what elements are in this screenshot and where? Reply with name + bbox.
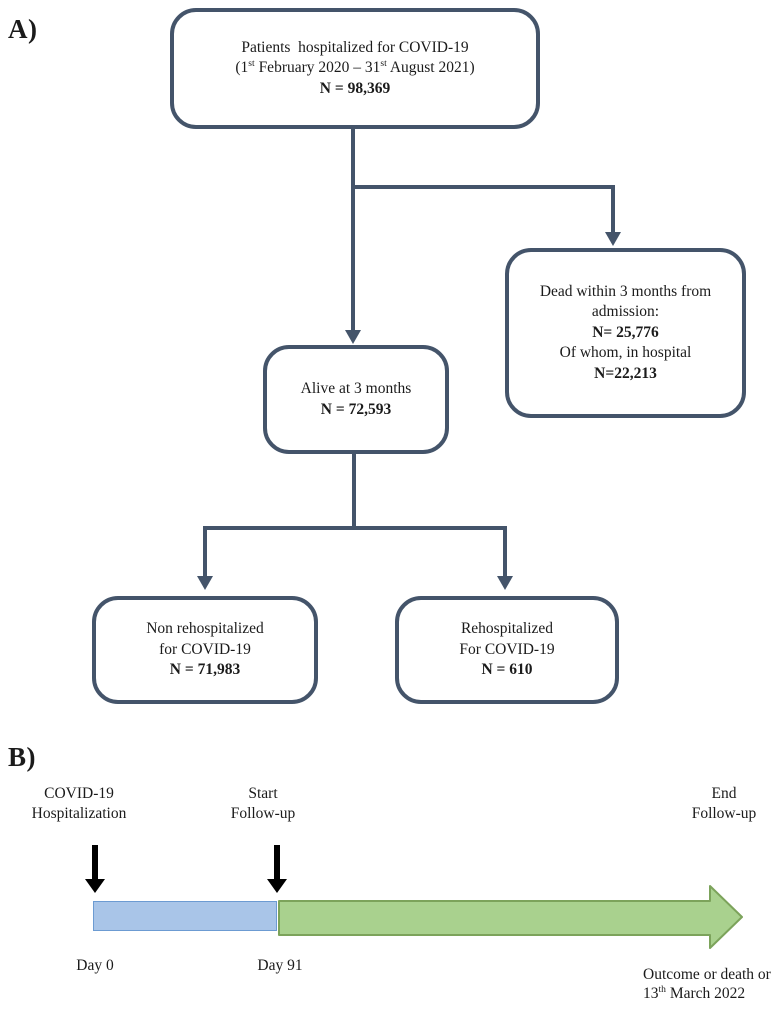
box-line: Dead within 3 months from — [539, 282, 712, 300]
marker-arrowhead-day91-icon — [267, 879, 287, 893]
box-n-value: N= 25,776 — [592, 323, 659, 341]
connector-down-right — [503, 526, 507, 576]
milestone-end-followup-label: End Follow-up — [691, 785, 757, 822]
box-line: for COVID-19 — [159, 640, 251, 658]
box-line: For COVID-19 — [459, 640, 555, 658]
marker-arrow-day91 — [274, 845, 280, 880]
box-n-value: N = 610 — [481, 661, 533, 679]
box-n-value: N=22,213 — [594, 364, 657, 382]
box-alive-3-months: Alive at 3 months N = 72,593 — [263, 345, 449, 454]
arrowhead-nonrehosp-icon — [197, 576, 213, 590]
box-date-range: (1st February 2020 – 31st August 2021) — [235, 58, 475, 77]
arrowhead-alive-icon — [345, 330, 361, 344]
day0-label: Day 0 — [76, 957, 114, 974]
box-n-value: N = 98,369 — [319, 79, 391, 97]
arrowhead-rehosp-icon — [497, 576, 513, 590]
timeline-followup-arrow — [278, 885, 743, 949]
box-line: admission: — [591, 303, 660, 321]
box-hospitalized-patients: Patients hospitalized for COVID-19 (1st … — [170, 8, 540, 129]
box-non-rehospitalized: Non rehospitalized for COVID-19 N = 71,9… — [92, 596, 318, 704]
marker-arrowhead-day0-icon — [85, 879, 105, 893]
connector-down-left — [203, 526, 207, 576]
milestone-start-followup-label: Start Follow-up — [230, 785, 296, 822]
box-line: Of whom, in hospital — [559, 344, 692, 362]
box-line: Non rehospitalized — [146, 620, 264, 638]
box-n-value: N = 71,983 — [169, 661, 241, 679]
connector-branch-right — [351, 185, 615, 189]
milestone-hospitalization-label: COVID-19 Hospitalization — [31, 785, 127, 822]
box-title: Patients hospitalized for COVID-19 — [241, 38, 469, 56]
connector-top-to-alive — [351, 127, 355, 330]
box-rehospitalized: Rehospitalized For COVID-19 N = 610 — [395, 596, 619, 704]
box-line: Rehospitalized — [460, 620, 554, 638]
box-line: Alive at 3 months — [300, 380, 412, 398]
connector-alive-to-split — [352, 452, 356, 530]
panel-a-label: A) — [8, 14, 38, 44]
connector-split-horizontal — [203, 526, 507, 530]
panel-b-label: B) — [8, 742, 36, 772]
day91-label: Day 91 — [257, 957, 303, 974]
connector-down-to-dead — [611, 185, 615, 232]
timeline-pre-followup-bar — [93, 901, 277, 931]
box-n-value: N = 72,593 — [320, 400, 392, 418]
marker-arrow-day0 — [92, 845, 98, 880]
box-dead-3-months: Dead within 3 months from admission: N= … — [505, 248, 746, 418]
arrowhead-dead-icon — [605, 232, 621, 246]
end-note: Outcome or death or 13th March 2022 — [643, 966, 771, 1003]
